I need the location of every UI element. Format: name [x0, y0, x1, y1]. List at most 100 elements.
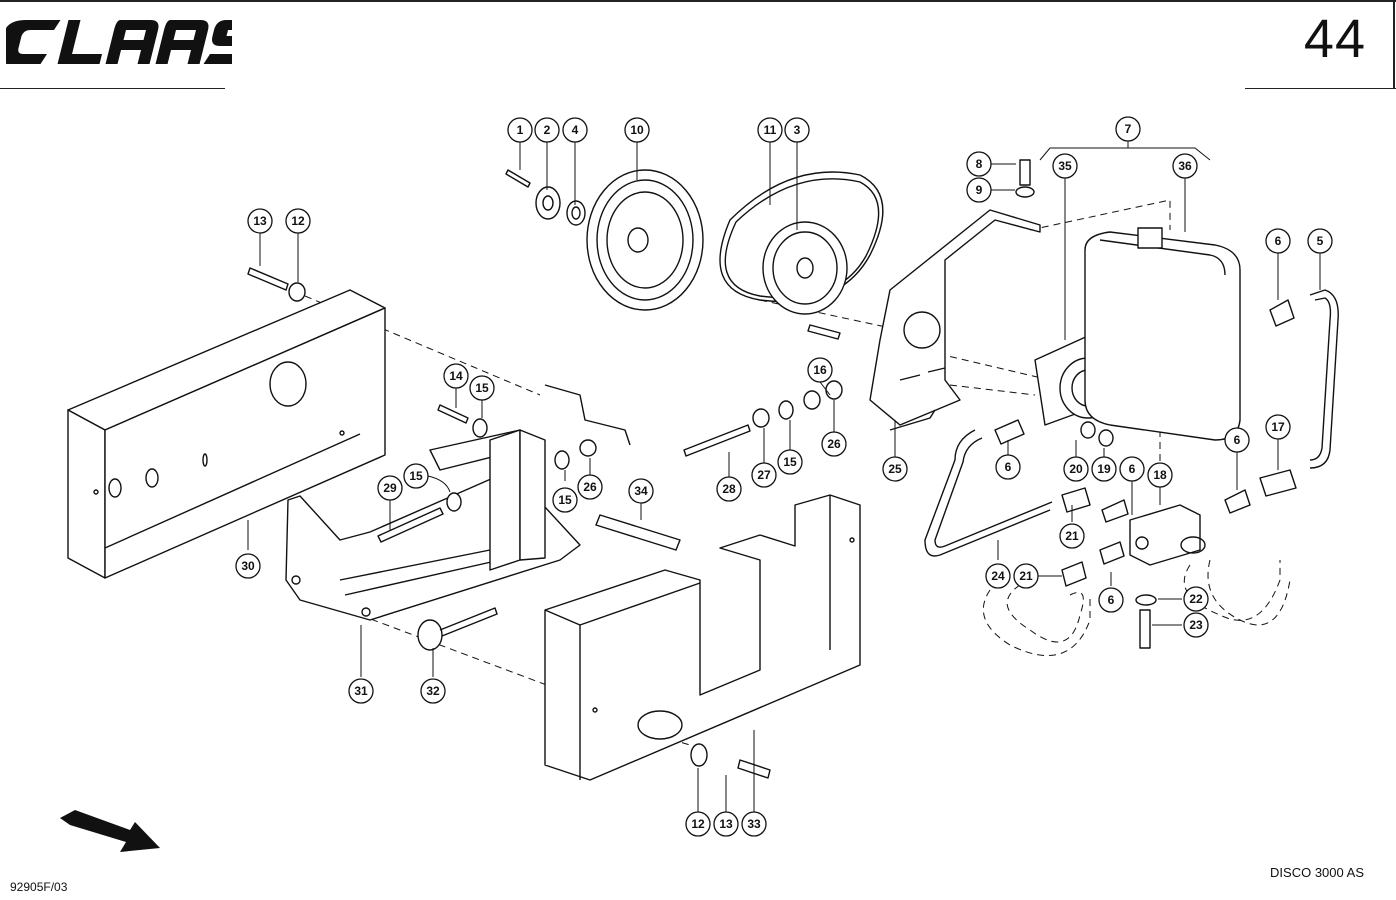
svg-text:29: 29 [383, 481, 397, 495]
svg-text:31: 31 [354, 684, 368, 698]
svg-text:8: 8 [976, 157, 983, 171]
callout-14: 14 [443, 363, 469, 389]
callout-28: 28 [716, 476, 742, 502]
callout-5: 5 [1307, 228, 1333, 254]
callout-22: 22 [1183, 586, 1209, 612]
callout-30: 30 [235, 553, 261, 579]
svg-text:6: 6 [1108, 593, 1115, 607]
part-25-plate [869, 209, 1041, 431]
part-3-pulley [762, 221, 848, 315]
part-34-shaft [595, 514, 681, 551]
svg-text:3: 3 [794, 123, 801, 137]
callout-6: 6 [1119, 456, 1145, 482]
callout-7: 7 [1115, 116, 1141, 142]
part-10-pulley [586, 169, 704, 311]
svg-text:15: 15 [558, 493, 572, 507]
svg-text:1: 1 [517, 123, 524, 137]
svg-text:26: 26 [827, 437, 841, 451]
callout-6: 6 [995, 454, 1021, 480]
callout-24: 24 [985, 563, 1011, 589]
callout-15: 15 [552, 487, 578, 513]
callout-32: 32 [420, 678, 446, 704]
svg-text:36: 36 [1178, 159, 1192, 173]
part-18-valve-block [1129, 504, 1206, 566]
svg-text:22: 22 [1189, 592, 1203, 606]
callout-16: 16 [807, 357, 833, 383]
header-top-border [0, 0, 1396, 2]
callout-18: 18 [1147, 462, 1173, 488]
svg-text:15: 15 [475, 381, 489, 395]
callout-8: 8 [966, 151, 992, 177]
part-4-bushing [566, 200, 586, 226]
part-36-tank [1084, 227, 1241, 441]
callout-19: 19 [1091, 456, 1117, 482]
callout-6: 6 [1265, 228, 1291, 254]
header-right-border [1393, 0, 1395, 88]
fittings [994, 299, 1297, 587]
callout-6: 6 [1098, 587, 1124, 613]
svg-text:21: 21 [1019, 569, 1033, 583]
svg-text:19: 19 [1097, 462, 1111, 476]
svg-text:15: 15 [409, 469, 423, 483]
svg-text:18: 18 [1153, 468, 1167, 482]
part-11-belt [719, 171, 884, 303]
svg-text:11: 11 [764, 123, 777, 137]
callout-11: 11 [757, 117, 783, 143]
callout-1: 1 [507, 117, 533, 143]
svg-text:17: 17 [1271, 420, 1285, 434]
document-code: 92905F/03 [10, 880, 68, 894]
header-bottom-border-right [1245, 88, 1396, 89]
callout-15: 15 [469, 375, 495, 401]
brand-logo [6, 20, 232, 64]
svg-text:6: 6 [1005, 460, 1012, 474]
svg-text:21: 21 [1065, 529, 1079, 543]
callout-15: 15 [403, 463, 429, 489]
callout-15: 15 [777, 449, 803, 475]
svg-text:25: 25 [888, 462, 902, 476]
svg-text:6: 6 [1129, 462, 1136, 476]
page-number: 44 [1303, 9, 1366, 69]
hose-5 [1309, 289, 1339, 469]
svg-text:6: 6 [1234, 433, 1241, 447]
svg-text:12: 12 [691, 817, 705, 831]
bolts [247, 159, 1157, 779]
callout-23: 23 [1183, 612, 1209, 638]
svg-text:9: 9 [976, 183, 983, 197]
callout-21: 21 [1013, 563, 1039, 589]
callout-31: 31 [348, 678, 374, 704]
part-1-bolt [505, 169, 531, 188]
callout-17: 17 [1265, 414, 1291, 440]
svg-text:28: 28 [722, 482, 736, 496]
svg-text:15: 15 [783, 455, 797, 469]
callout-27: 27 [751, 462, 777, 488]
svg-text:20: 20 [1069, 462, 1083, 476]
svg-text:35: 35 [1058, 159, 1072, 173]
callout-21: 21 [1059, 523, 1085, 549]
callout-34: 34 [628, 478, 654, 504]
part-2-washer [535, 186, 561, 220]
svg-text:33: 33 [747, 817, 761, 831]
svg-text:4: 4 [572, 123, 579, 137]
svg-text:5: 5 [1317, 234, 1324, 248]
callout-13: 13 [247, 208, 273, 234]
hose-24 [924, 429, 1053, 557]
svg-text:26: 26 [583, 480, 597, 494]
callout-36: 36 [1172, 153, 1198, 179]
callout-13: 13 [713, 811, 739, 837]
svg-text:23: 23 [1189, 618, 1203, 632]
callout-29: 29 [377, 475, 403, 501]
leader-lines [247, 141, 1321, 812]
model-name: DISCO 3000 AS [1270, 865, 1364, 880]
callout-26: 26 [821, 431, 847, 457]
svg-text:32: 32 [426, 684, 440, 698]
svg-text:14: 14 [449, 369, 463, 383]
callout-25: 25 [882, 456, 908, 482]
callout-12: 12 [685, 811, 711, 837]
part-31-bracket [285, 384, 631, 621]
callout-10: 10 [624, 117, 650, 143]
callout-20: 20 [1063, 456, 1089, 482]
svg-text:2: 2 [544, 123, 551, 137]
callout-3: 3 [784, 117, 810, 143]
